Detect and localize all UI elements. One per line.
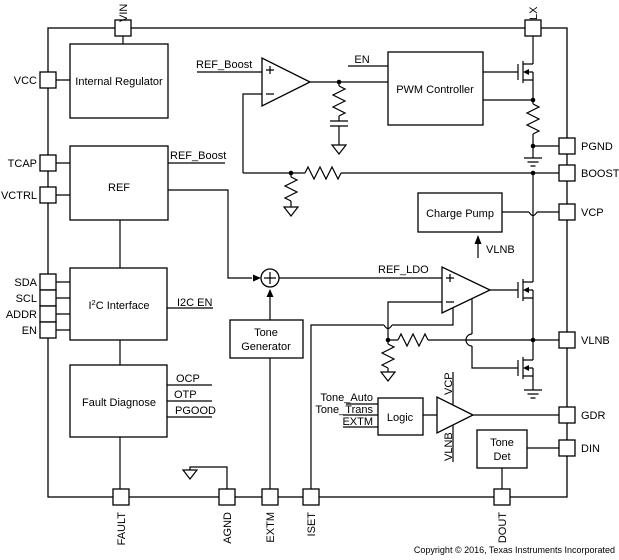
lx-mosfet [517,60,534,84]
junction-dots [288,79,536,343]
pin-dout [493,488,511,506]
pin-label-gdr: GDR [581,410,606,422]
arrowheads [253,235,482,297]
label-i2c-interface: I2C Interface [88,298,149,312]
block-i2c-interface [69,267,168,341]
ground-symbols [181,144,542,480]
signal-label-en: EN [354,54,369,66]
pin-label-lx: LX [528,6,540,20]
pin-vlnb [558,331,576,349]
signal-label-tone-trans: Tone_Trans [315,404,373,416]
signal-label-ref-boost-top: REF_Boost [196,59,252,71]
pin-label-pgnd: PGND [581,141,613,153]
pin-en [39,321,57,339]
pin-label-vctrl: VCTRL [1,190,37,202]
pin-label-vcc: VCC [14,75,37,87]
pins [39,19,576,506]
signal-label-pgood: PGOOD [175,405,216,417]
pin-din [558,439,576,457]
resistors [283,85,541,372]
pin-label-vcp: VCP [581,207,604,219]
pin-label-fault: FAULT [116,512,128,546]
signal-label-vlnb-rail: VLNB [443,432,455,461]
label-internal-regulator: Internal Regulator [75,76,163,88]
label-pwm-controller: PWM Controller [396,84,474,96]
pin-agnd [218,488,236,506]
pin-sda [39,273,57,291]
pin-vcc [39,71,57,89]
pin-label-iset: ISET [306,512,318,537]
block-logic [377,397,424,436]
pin-pgnd [558,137,576,155]
signal-label-ref-ldo: REF_LDO [378,264,429,276]
ldo-error-amp [441,265,492,315]
signal-label-tone-auto: Tone_Auto [320,392,373,404]
label-tone-generator-1: Tone [254,327,278,339]
block-tone-generator [229,319,304,359]
signal-label-vcp-rail: VCP [443,372,455,395]
signal-label-extm: EXTM [342,416,373,428]
signal-label-vlnb-arrow: VLNB [486,244,515,256]
pin-label-vlnb: VLNB [581,335,610,347]
pin-label-tcap: TCAP [8,158,37,170]
boost-error-amp [261,56,312,108]
pin-label-en: EN [22,325,37,337]
signal-label-i2c-en: I2C EN [177,297,213,309]
block-ref [69,145,169,221]
block-internal-regulator [69,43,169,119]
signal-label-otp: OTP [174,389,197,401]
label-ref: REF [108,182,130,194]
ldo-pass-mosfet [517,278,534,302]
pin-lx [524,19,542,37]
pin-label-extm: EXTM [265,512,277,543]
label-charge-pump: Charge Pump [426,208,494,220]
label-tone-det-1: Tone [490,437,514,449]
wires [56,36,559,489]
pin-scl [39,289,57,307]
pin-iset [302,488,320,506]
copyright-text: Copyright © 2016, Texas Instruments Inco… [414,545,615,555]
compensation-capacitor [330,120,348,145]
pin-gdr [558,406,576,424]
label-logic: Logic [387,412,414,424]
pin-fault [112,488,130,506]
label-fault-diagnose: Fault Diagnose [82,397,156,409]
pin-label-vin: VIN [118,4,130,22]
pin-boost [558,164,576,182]
block-charge-pump [417,192,503,233]
pin-label-din: DIN [581,443,600,455]
signal-label-ref-boost-ref: REF_Boost [170,150,226,162]
block-tone-det [476,429,528,469]
label-tone-det-2: Det [493,451,510,463]
pin-tcap [39,154,57,172]
pin-label-agnd: AGND [222,512,234,544]
pin-vctrl [39,186,57,204]
block-pwm-controller [387,51,484,126]
pin-label-scl: SCL [16,293,37,305]
pin-label-dout: DOUT [497,512,509,543]
vlnb-low-mosfet [517,356,534,380]
pin-vcp [558,203,576,221]
pin-label-addr: ADDR [6,309,37,321]
pin-addr [39,305,57,323]
pin-extm [261,488,279,506]
summing-junction [260,268,280,288]
pin-label-boost: BOOST [581,168,619,180]
block-fault-diagnose [69,364,168,438]
pin-label-sda: SDA [14,277,37,289]
gdr-driver-triangle [436,395,475,435]
label-tone-generator-2: Generator [241,341,291,353]
signal-label-ocp: OCP [176,373,200,385]
pin-vin [114,19,132,37]
